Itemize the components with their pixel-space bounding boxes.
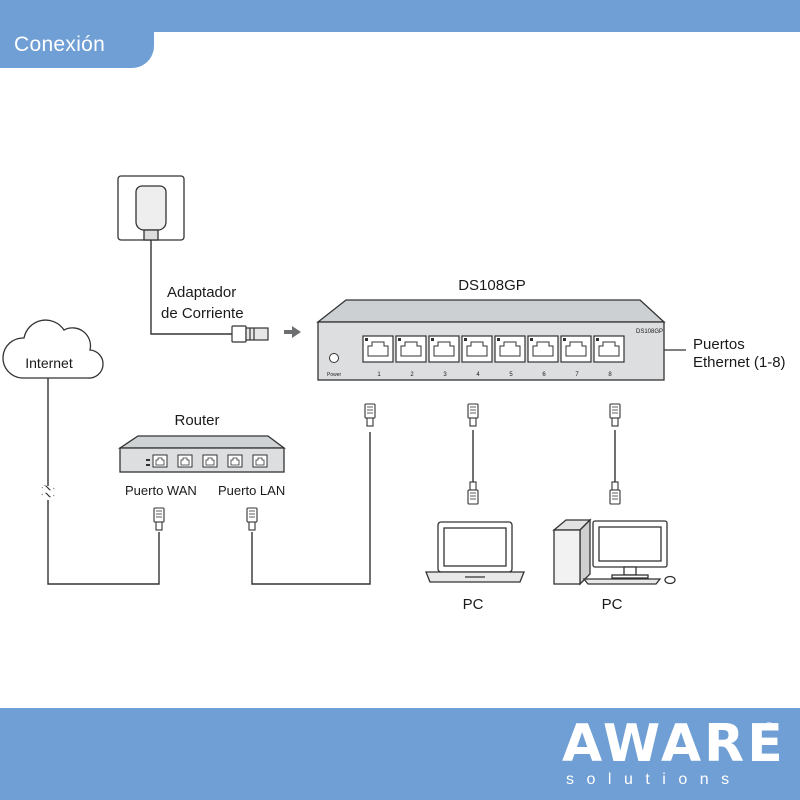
adapter-label-line1: Adaptador bbox=[167, 284, 236, 301]
switch-port-1 bbox=[362, 335, 394, 363]
router-port bbox=[202, 454, 218, 468]
switch-model-small: DS108GP bbox=[636, 329, 663, 335]
switch-power-label: Power bbox=[327, 372, 342, 378]
rj45-connector-icon bbox=[609, 403, 621, 427]
rj45-connector-icon bbox=[609, 481, 621, 505]
desktop-pc-label: PC bbox=[602, 596, 623, 613]
port-number: 3 bbox=[443, 372, 447, 378]
rj45-connector-icon bbox=[364, 403, 376, 427]
page-title: Conexión bbox=[14, 33, 106, 56]
port-number: 4 bbox=[476, 372, 480, 378]
internet-label: Internet bbox=[25, 355, 73, 371]
router-port bbox=[227, 454, 243, 468]
laptop-icon bbox=[425, 521, 525, 583]
router-icon bbox=[117, 435, 286, 473]
switch-port-4 bbox=[461, 335, 493, 363]
switch-port-7 bbox=[560, 335, 592, 363]
port-number: 8 bbox=[608, 372, 612, 378]
port-number: 6 bbox=[542, 372, 546, 378]
footer-band bbox=[0, 708, 800, 800]
title-tab bbox=[0, 24, 154, 68]
router-port bbox=[152, 454, 168, 468]
laptop-pc-label: PC bbox=[463, 596, 484, 613]
desktop-pc-icon bbox=[552, 518, 676, 586]
adapter-label-line2: de Corriente bbox=[161, 305, 244, 322]
internet-cable bbox=[47, 378, 160, 585]
switch-port-8 bbox=[593, 335, 625, 363]
power-cable bbox=[150, 240, 236, 335]
router-port bbox=[177, 454, 193, 468]
registered-mark: ® bbox=[765, 721, 774, 733]
switch-icon bbox=[316, 299, 666, 381]
rj45-connector-icon bbox=[153, 507, 165, 531]
port-number: 7 bbox=[575, 372, 579, 378]
switch-port-6 bbox=[527, 335, 559, 363]
port-number: 1 bbox=[377, 372, 381, 378]
lan-port-label: Puerto LAN bbox=[218, 483, 285, 498]
power-plug-icon bbox=[231, 325, 269, 343]
port-number: 2 bbox=[410, 372, 414, 378]
lan-cable bbox=[251, 432, 371, 585]
ports-label-line1: Puertos bbox=[693, 336, 745, 353]
switch-port-3 bbox=[428, 335, 460, 363]
switch-port-5 bbox=[494, 335, 526, 363]
power-arrow-icon bbox=[284, 326, 301, 338]
rj45-connector-icon bbox=[246, 507, 258, 531]
cloud-icon bbox=[2, 319, 104, 379]
router-port bbox=[252, 454, 268, 468]
rj45-connector-icon bbox=[467, 481, 479, 505]
rj45-connector-icon bbox=[467, 403, 479, 427]
wan-port-label: Puerto WAN bbox=[125, 483, 197, 498]
aware-logo: AWARE bbox=[562, 714, 786, 774]
switch-port-2 bbox=[395, 335, 427, 363]
switch-model-title: DS108GP bbox=[458, 277, 526, 294]
logo-tagline: solutions bbox=[566, 771, 742, 788]
ports-label-line2: Ethernet (1-8) bbox=[693, 354, 786, 371]
router-label: Router bbox=[174, 412, 219, 429]
port-number: 5 bbox=[509, 372, 513, 378]
wall-adapter-icon bbox=[117, 175, 185, 241]
